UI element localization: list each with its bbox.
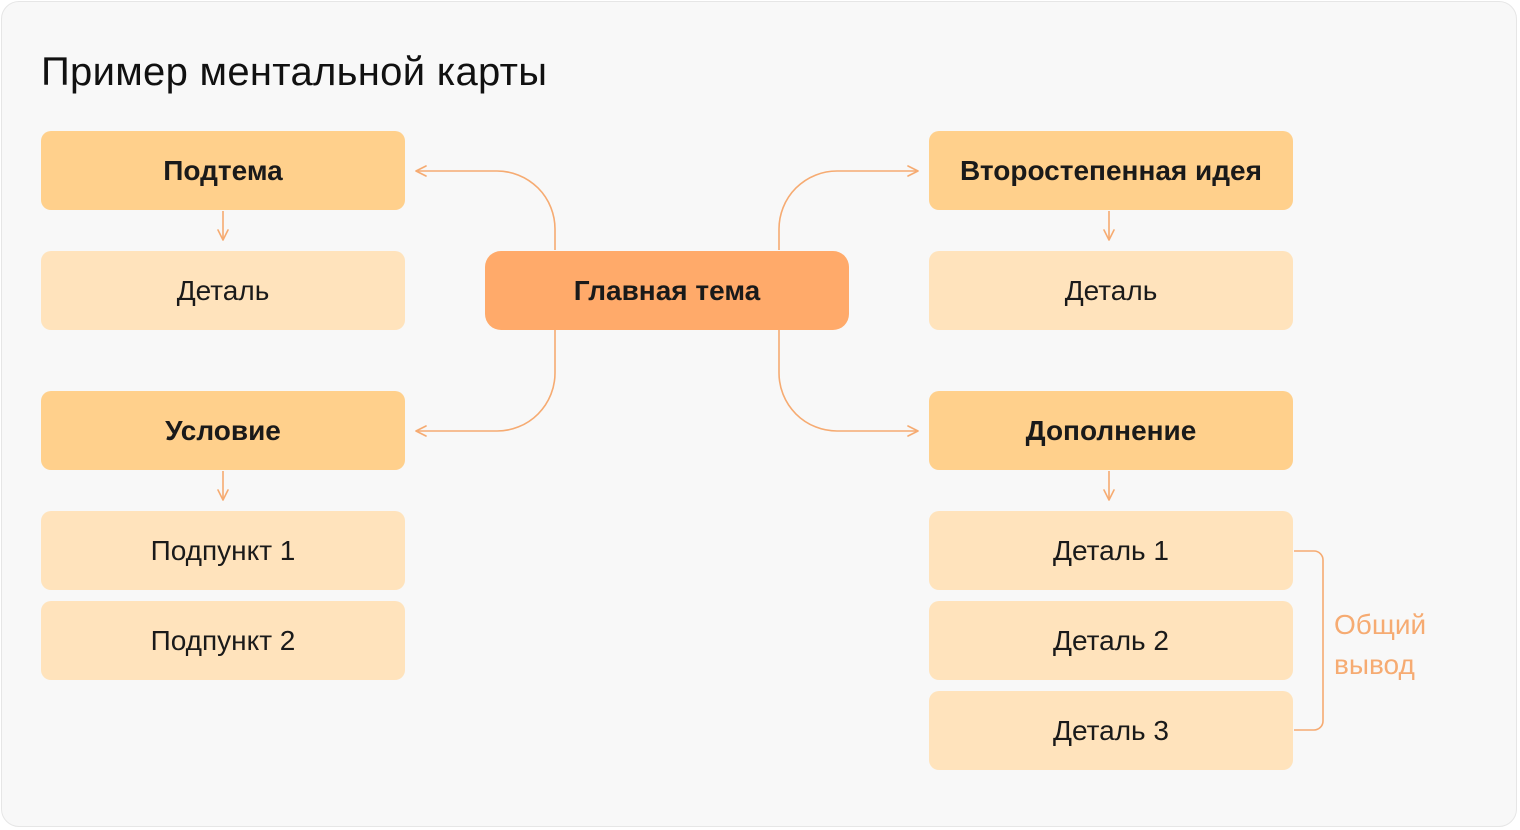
condition-node: Условие bbox=[41, 391, 405, 470]
subtopic-detail-node: Деталь bbox=[41, 251, 405, 330]
addition-label: Дополнение bbox=[1025, 414, 1197, 446]
page-title: Пример ментальной карты bbox=[41, 50, 548, 94]
secondary-idea-detail-label: Деталь bbox=[1064, 274, 1158, 306]
connector-center-to-addition bbox=[778, 330, 919, 437]
connector-center-to-condition bbox=[415, 330, 556, 437]
connector-center-to-secondary-idea bbox=[778, 165, 919, 250]
addition-detail-3-node: Деталь 3 bbox=[929, 691, 1293, 770]
summary-label: Общий вывод bbox=[1334, 605, 1426, 685]
main-topic-label: Главная тема bbox=[573, 274, 761, 306]
condition-subitem-2-node: Подпункт 2 bbox=[41, 601, 405, 680]
connector-center-to-subtopic bbox=[415, 165, 556, 250]
condition-subitem-1-label: Подпункт 1 bbox=[150, 534, 296, 566]
addition-node: Дополнение bbox=[929, 391, 1293, 470]
secondary-idea-node: Второстепенная идея bbox=[929, 131, 1293, 210]
condition-label: Условие bbox=[165, 414, 281, 446]
main-topic-node: Главная тема bbox=[485, 251, 849, 330]
subtopic-detail-label: Деталь bbox=[176, 274, 270, 306]
condition-subitem-1-node: Подпункт 1 bbox=[41, 511, 405, 590]
secondary-idea-detail-node: Деталь bbox=[929, 251, 1293, 330]
condition-subitem-2-label: Подпункт 2 bbox=[150, 624, 296, 656]
addition-detail-2-node: Деталь 2 bbox=[929, 601, 1293, 680]
summary-line-1: Общий bbox=[1334, 609, 1427, 640]
addition-detail-1-node: Деталь 1 bbox=[929, 511, 1293, 590]
addition-detail-1-label: Деталь 1 bbox=[1053, 534, 1169, 566]
summary-bracket bbox=[1294, 550, 1324, 731]
subtopic-node: Подтема bbox=[41, 131, 405, 210]
subtopic-label: Подтема bbox=[163, 154, 283, 186]
secondary-idea-label: Второстепенная идея bbox=[960, 154, 1262, 186]
addition-detail-2-label: Деталь 2 bbox=[1053, 624, 1169, 656]
addition-detail-3-label: Деталь 3 bbox=[1053, 714, 1169, 746]
summary-line-2: вывод bbox=[1334, 649, 1415, 680]
